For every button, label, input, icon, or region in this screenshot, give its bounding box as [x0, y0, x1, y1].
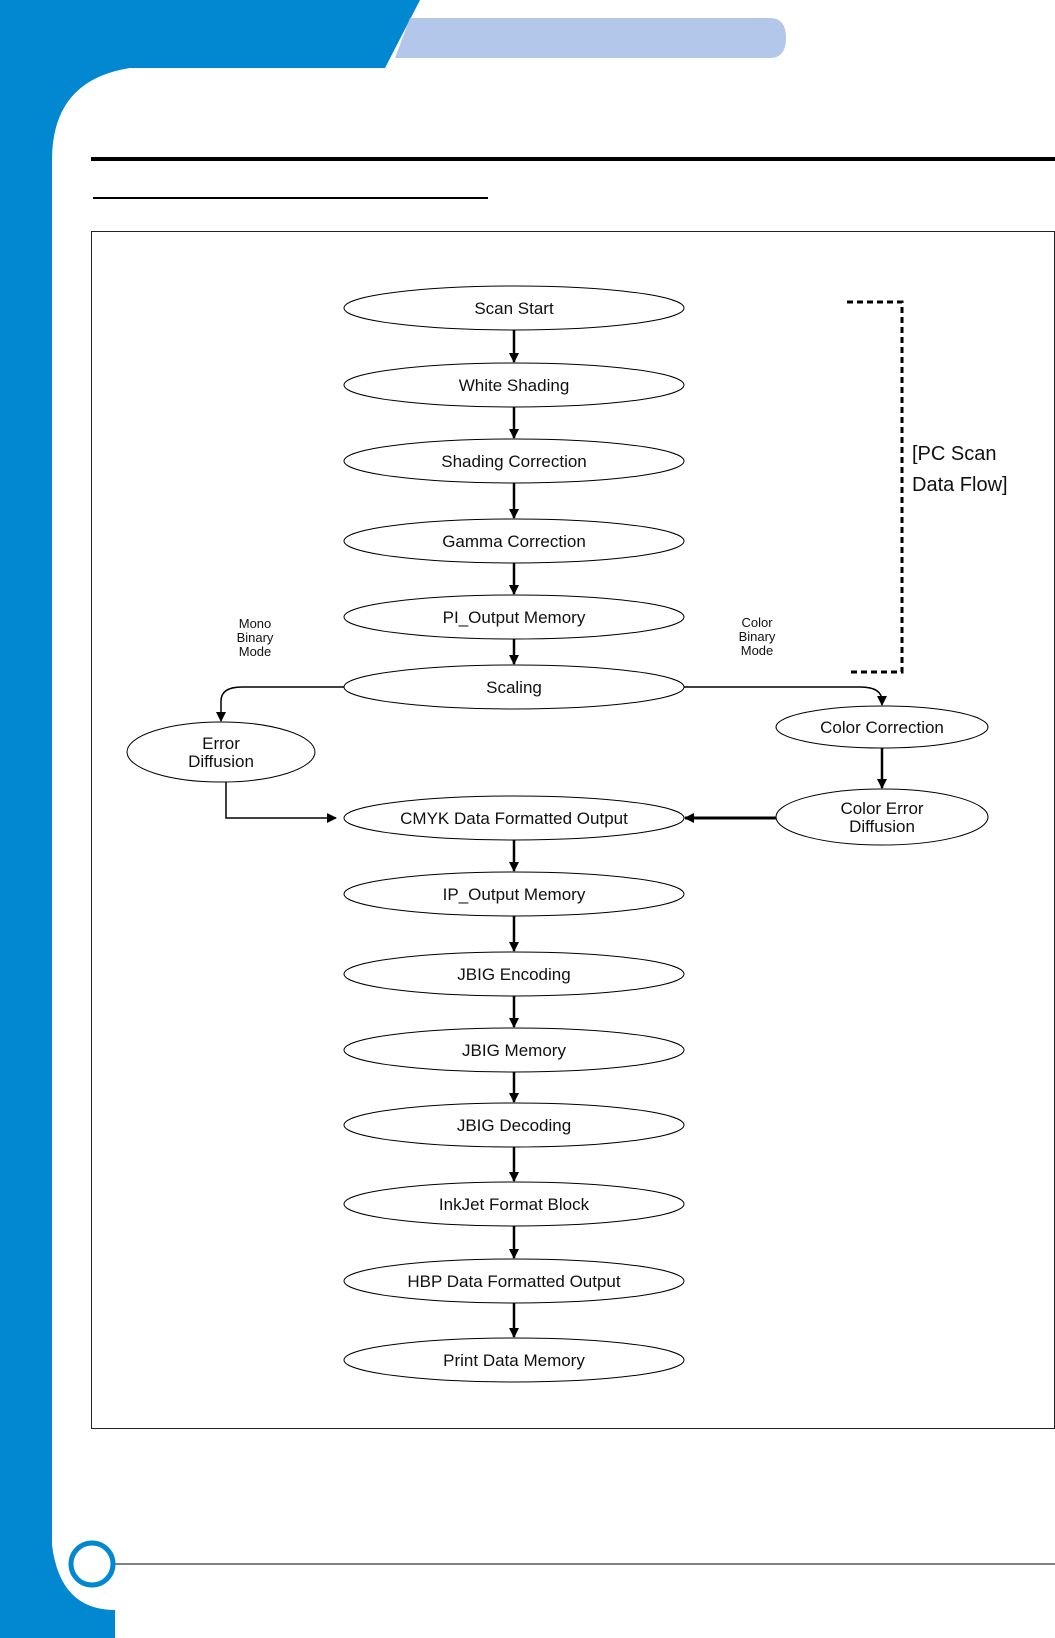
print-data-memory-node	[343, 1337, 685, 1383]
hbp-data-formatted-output-node	[343, 1258, 685, 1304]
color-correction-label: Color Correction	[820, 718, 944, 737]
ip-output-memory-node	[343, 871, 685, 917]
pi-output-memory-label: PI_Output Memory	[443, 608, 586, 627]
jbig-decoding-label: JBIG Decoding	[457, 1116, 571, 1135]
edge-scaling-to-color-correction	[684, 686, 887, 706]
mono-binary-mode-label: Binary	[237, 630, 274, 645]
white-shading-node	[343, 362, 685, 408]
hbp-data-formatted-output-label: HBP Data Formatted Output	[407, 1272, 621, 1291]
page-number-circle	[68, 1540, 116, 1588]
gamma-correction-node	[343, 518, 685, 564]
shading-correction-node	[343, 438, 685, 484]
error-diffusion-label: Error	[202, 734, 240, 753]
white-shading-label: White Shading	[459, 376, 570, 395]
pi-output-memory-node	[343, 594, 685, 640]
error-diffusion-label: Diffusion	[188, 752, 254, 771]
color-correction-node	[775, 705, 989, 749]
scaling-label: Scaling	[486, 678, 542, 697]
jbig-memory-label: JBIG Memory	[462, 1041, 566, 1060]
color-error-diffusion-label: Diffusion	[849, 817, 915, 836]
cmyk-data-formatted-output-node	[343, 795, 685, 841]
color-binary-mode-label: Binary	[739, 629, 776, 644]
section-title-rule	[91, 157, 1055, 161]
pc-scan-data-flow-label: [PC Scan	[912, 443, 996, 465]
inkjet-format-block-node	[343, 1181, 685, 1227]
jbig-encoding-node	[343, 951, 685, 997]
subsection-rule	[93, 197, 488, 199]
gamma-correction-label: Gamma Correction	[442, 532, 586, 551]
pc-scan-data-flow-path	[847, 300, 904, 674]
color-binary-mode-label: Color	[741, 615, 773, 630]
pc-scan-data-flow-label: Data Flow]	[912, 474, 1008, 496]
cmyk-data-formatted-output-label: CMYK Data Formatted Output	[400, 809, 628, 828]
header-tab	[395, 18, 786, 58]
scaling-node	[343, 664, 685, 710]
mono-binary-mode-label: Mode	[239, 644, 272, 659]
edge-error-diffusion-to-cmyk	[225, 782, 337, 823]
sidebar-band	[0, 0, 420, 1638]
shading-correction-label: Shading Correction	[441, 452, 587, 471]
jbig-encoding-label: JBIG Encoding	[457, 965, 570, 984]
jbig-decoding-node	[343, 1102, 685, 1148]
color-error-diffusion-label: Color Error	[840, 799, 923, 818]
jbig-memory-node	[343, 1027, 685, 1073]
scan-start-node	[343, 285, 685, 331]
color-binary-mode-label: Mode	[741, 643, 774, 658]
scan-start-label: Scan Start	[474, 299, 554, 318]
flow-edges	[216, 300, 904, 1338]
edge-scaling-to-error-diffusion	[216, 686, 344, 722]
color-error-diffusion-node	[775, 788, 989, 846]
print-data-memory-label: Print Data Memory	[443, 1351, 585, 1370]
ip-output-memory-label: IP_Output Memory	[443, 885, 586, 904]
inkjet-format-block-label: InkJet Format Block	[439, 1195, 590, 1214]
mono-binary-mode-label: Mono	[239, 616, 272, 631]
error-diffusion-node	[126, 721, 316, 783]
